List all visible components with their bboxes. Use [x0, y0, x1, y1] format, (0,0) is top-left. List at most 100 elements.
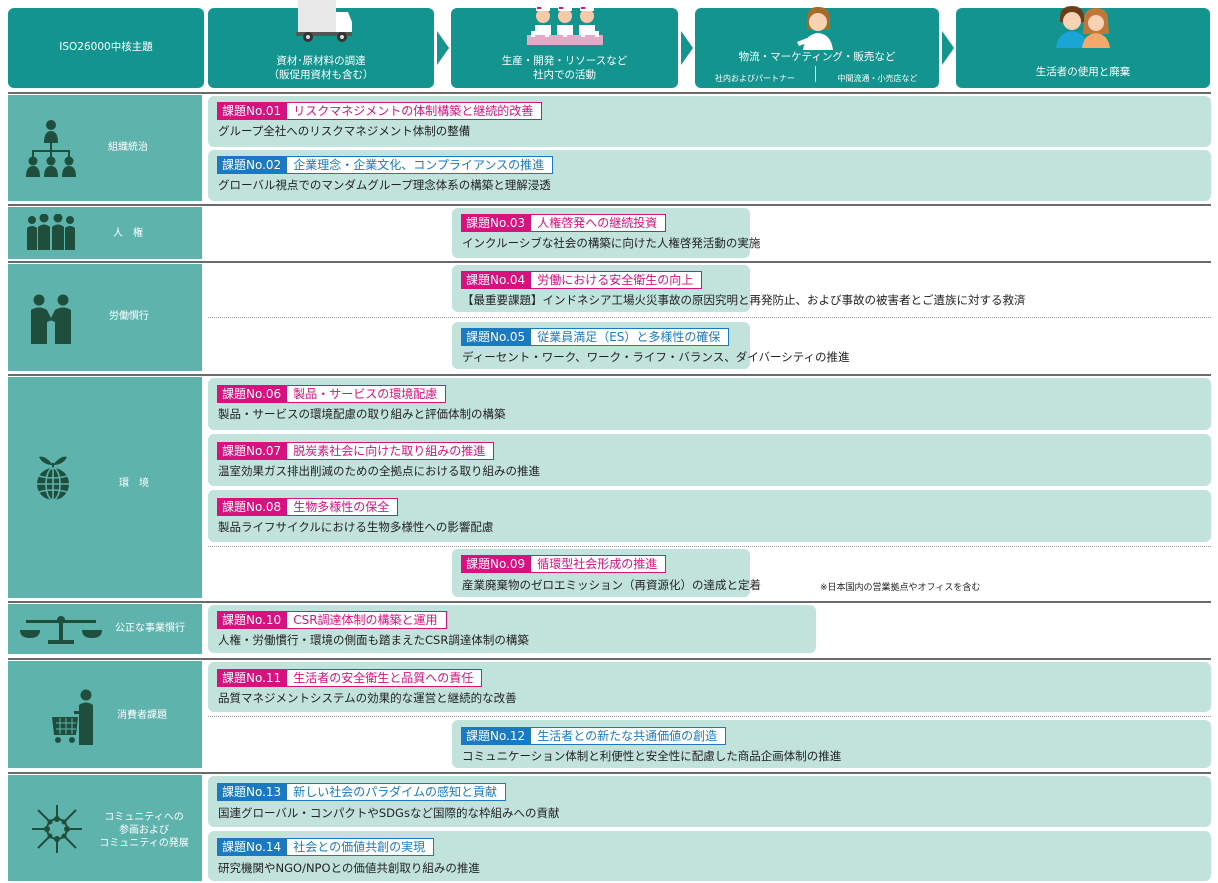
shopping-cart-icon: [52, 689, 93, 745]
header-sub-partner: 社内およびパートナー: [715, 74, 795, 83]
issue-title: 人権啓発への継続投資: [530, 214, 667, 232]
issue-title: リスクマネジメントの体制構築と継続的改善: [286, 102, 543, 120]
topic-labor: 労働慣行: [8, 264, 202, 371]
header-core-label: ISO26000中核主題: [59, 41, 153, 53]
issue-desc: グローバル視点でのマンダムグループ理念体系の構築と理解浸透: [218, 178, 551, 192]
section-subdivider: [208, 716, 1211, 717]
section-divider: [8, 658, 1211, 660]
topic-consumer: 消費者課題: [8, 661, 202, 768]
issue-desc: インクルーシブな社会の構築に向けた人権啓発活動の実施: [462, 236, 761, 250]
section-subdivider: [208, 317, 1211, 318]
topic-human-rights: 人 権: [8, 207, 202, 259]
topic-label: 消費者課題: [117, 710, 167, 721]
issue-desc: ディーセント・ワーク、ワーク・ライフ・バランス、ダイバーシティの推進: [462, 350, 850, 364]
header-core: ISO26000中核主題: [8, 8, 204, 88]
issue-tag-08: 課題No.08 生物多様性の保全: [217, 498, 399, 516]
issue-tag-06: 課題No.06 製品・サービスの環境配慮: [217, 385, 447, 403]
salesperson-icon: [797, 6, 833, 50]
issue-desc: 品質マネジメントシステムの効果的な運営と継続的な改善: [218, 691, 517, 705]
issue-tag-04: 課題No.04 労働における安全衛生の向上: [461, 271, 703, 289]
issue-tag-14: 課題No.14 社会との価値共創の実現: [217, 838, 435, 856]
scales-icon: [20, 616, 102, 644]
issue-desc: 研究機関やNGO/NPOとの価値共創取り組みの推進: [218, 861, 480, 875]
issue-desc: 製品ライフサイクルにおける生物多様性への影響配慮: [218, 520, 494, 534]
issue-tag-12: 課題No.12 生活者との新たな共通価値の創造: [461, 727, 727, 745]
topic-label: 公正な事業慣行: [115, 623, 185, 634]
issue-number: 課題No.05: [461, 328, 531, 346]
flow-arrow: [681, 31, 693, 65]
section-divider: [8, 261, 1211, 263]
header-stage-consumer-label: 生活者の使用と廃棄: [1035, 66, 1131, 78]
issue-number: 課題No.10: [217, 611, 287, 629]
flow-arrow: [437, 31, 449, 65]
people-group-icon: [27, 214, 75, 250]
issue-desc: 【最重要課題】インドネシア工場火災事故の原因究明と再発防止、および事故の被害者と…: [462, 293, 1026, 307]
issue-desc: 製品・サービスの環境配慮の取り組みと評価体制の構築: [218, 407, 506, 421]
issue-number: 課題No.07: [217, 442, 287, 460]
handshake-icon: [31, 294, 71, 344]
section-subdivider: [208, 546, 1211, 547]
topic-community: コミュニティへの 参画および コミュニティの発展: [8, 775, 202, 881]
issue-desc: 国連グローバル・コンパクトやSDGsなど国際的な枠組みへの貢献: [218, 806, 560, 820]
consumers-icon: [1056, 6, 1110, 48]
issue-number: 課題No.02: [217, 156, 287, 174]
section-divider: [8, 92, 1211, 94]
section-divider: [8, 772, 1211, 774]
header-stage-procurement: 資材･原材料の調達 （販促用資材も含む）: [208, 0, 434, 88]
issue-number: 課題No.11: [217, 669, 287, 687]
issue-tag-02: 課題No.02 企業理念・企業文化、コンプライアンスの推進: [217, 156, 554, 174]
issue-number: 課題No.04: [461, 271, 531, 289]
globe-sprout-icon: [37, 456, 69, 501]
issue-title: 製品・サービスの環境配慮: [286, 385, 447, 403]
issue-number: 課題No.09: [461, 555, 531, 573]
issue-title: 企業理念・企業文化、コンプライアンスの推進: [286, 156, 554, 174]
issue-tag-03: 課題No.03 人権啓発への継続投資: [461, 214, 667, 232]
issue-number: 課題No.13: [217, 783, 287, 801]
issue-title: 新しい社会のパラダイムの感知と貢献: [286, 783, 506, 801]
topic-governance: 組織統治: [8, 95, 202, 201]
issue-number: 課題No.14: [217, 838, 287, 856]
header-stage-consumer: 生活者の使用と廃棄: [956, 6, 1210, 88]
topic-label: コミュニティへの 参画および コミュニティの発展: [99, 812, 189, 849]
topic-fair-practices: 公正な事業慣行: [8, 604, 202, 654]
header-stage-procurement-label: 資材･原材料の調達 （販促用資材も含む）: [268, 55, 374, 81]
topic-label: 組織統治: [108, 142, 148, 153]
topic-label: 労働慣行: [109, 311, 149, 322]
topic-environment: 環 境: [8, 377, 202, 598]
issue-desc: 温室効果ガス排出削減のための全拠点における取り組みの推進: [218, 464, 540, 478]
workers-icon: [527, 6, 603, 45]
topic-label: 人 権: [113, 228, 143, 239]
footnote: ※日本国内の営業拠点やオフィスを含む: [820, 583, 981, 593]
section-divider: [8, 374, 1211, 376]
issue-number: 課題No.08: [217, 498, 287, 516]
topic-label: 環 境: [119, 478, 149, 489]
issue-number: 課題No.01: [217, 102, 287, 120]
header-stage-distribution: 物流・マーケティング・販売など 社内およびパートナー 中間流通・小売店など: [695, 6, 939, 88]
issue-tag-05: 課題No.05 従業員満足（ES）と多様性の確保: [461, 328, 730, 346]
issue-title: 脱炭素社会に向けた取り組みの推進: [286, 442, 495, 460]
issue-title: 循環型社会形成の推進: [530, 555, 667, 573]
issue-tag-01: 課題No.01 リスクマネジメントの体制構築と継続的改善: [217, 102, 543, 120]
issue-title: 生活者との新たな共通価値の創造: [530, 727, 727, 745]
section-divider: [8, 601, 1211, 603]
org-chart-icon: [26, 120, 76, 177]
issue-desc: 産業廃棄物のゼロエミッション（再資源化）の達成と定着: [462, 578, 761, 592]
issue-tag-09: 課題No.09 循環型社会形成の推進: [461, 555, 667, 573]
header-stage-production-label: 生産・開発・リソースなど 社内での活動: [501, 55, 628, 81]
divider: [815, 66, 816, 82]
issue-title: 従業員満足（ES）と多様性の確保: [530, 328, 730, 346]
issue-title: 労働における安全衛生の向上: [530, 271, 703, 289]
header-stage-production: 生産・開発・リソースなど 社内での活動: [451, 6, 678, 88]
truck-icon: [296, 0, 352, 42]
community-network-icon: [32, 805, 82, 853]
issue-desc: 人権・労働慣行・環境の側面も踏まえたCSR調達体制の構築: [218, 633, 529, 647]
flow-arrow: [942, 31, 954, 65]
issue-desc: コミュニケーション体制と利便性と安全性に配慮した商品企画体制の推進: [462, 749, 842, 763]
issue-tag-11: 課題No.11 生活者の安全衛生と品質への責任: [217, 669, 483, 687]
section-divider: [8, 204, 1211, 206]
issue-title: 生活者の安全衛生と品質への責任: [286, 669, 483, 687]
issue-desc: グループ全社へのリスクマネジメント体制の整備: [218, 124, 471, 138]
issue-number: 課題No.03: [461, 214, 531, 232]
issue-title: CSR調達体制の構築と運用: [286, 611, 447, 629]
issue-tag-13: 課題No.13 新しい社会のパラダイムの感知と貢献: [217, 783, 506, 801]
